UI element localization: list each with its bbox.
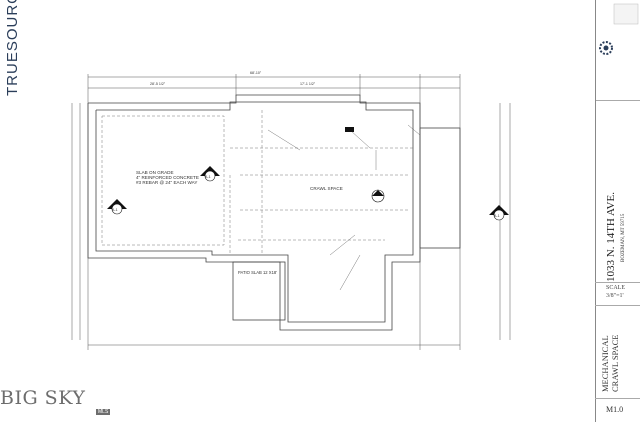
brand-logo [596,0,640,101]
section-label-mid: A-1 [205,175,211,179]
scale-box [595,282,640,306]
project-city: BOZEMAN, MT 59715 [621,213,626,262]
dim-top-mid: 17'-1 1/2" [300,82,316,86]
project-address: 1033 N. 14TH AVE. [605,192,617,282]
sheet-number-box [595,398,640,423]
slab-note-line-1: SLAB ON GRADE [136,170,174,175]
slab-note-line-2: 4" REINFORCED CONCRETE [136,175,199,181]
watermark-text: BIG SKY [0,387,86,409]
sheet-name-line-1: MECHANICAL [600,335,610,392]
truesource-gear-icon [599,3,639,55]
section-label-right: A-1 [494,214,500,218]
sheet-name: MECHANICAL CRAWL SPACE [600,335,620,393]
scale-label: SCALE [606,285,626,291]
title-block [595,0,640,422]
section-label-left: A-1 [112,208,118,212]
crawl-space-label: CRAWL SPACE [310,186,343,191]
dim-top-left: 28'-5 1/2" [150,82,166,86]
brand-name: TRUESOURCE [4,0,21,96]
dim-overall-width: 68'-10" [250,71,262,75]
watermark-badge: MLS [96,409,111,415]
scale-value: 3/8"=1' [606,293,624,299]
floor-plan-drawing [71,74,511,350]
patio-label: PATIO SLAB 12 X18' [238,270,278,275]
slab-note: SLAB ON GRADE 4" REINFORCED CONCRETE #3 … [136,170,199,186]
slab-note-line-3: #3 REBAR @ 24" EACH WAY [136,180,198,186]
sheet-name-line-2: CRAWL SPACE [610,334,620,393]
sheet-number: M1.0 [606,405,624,414]
